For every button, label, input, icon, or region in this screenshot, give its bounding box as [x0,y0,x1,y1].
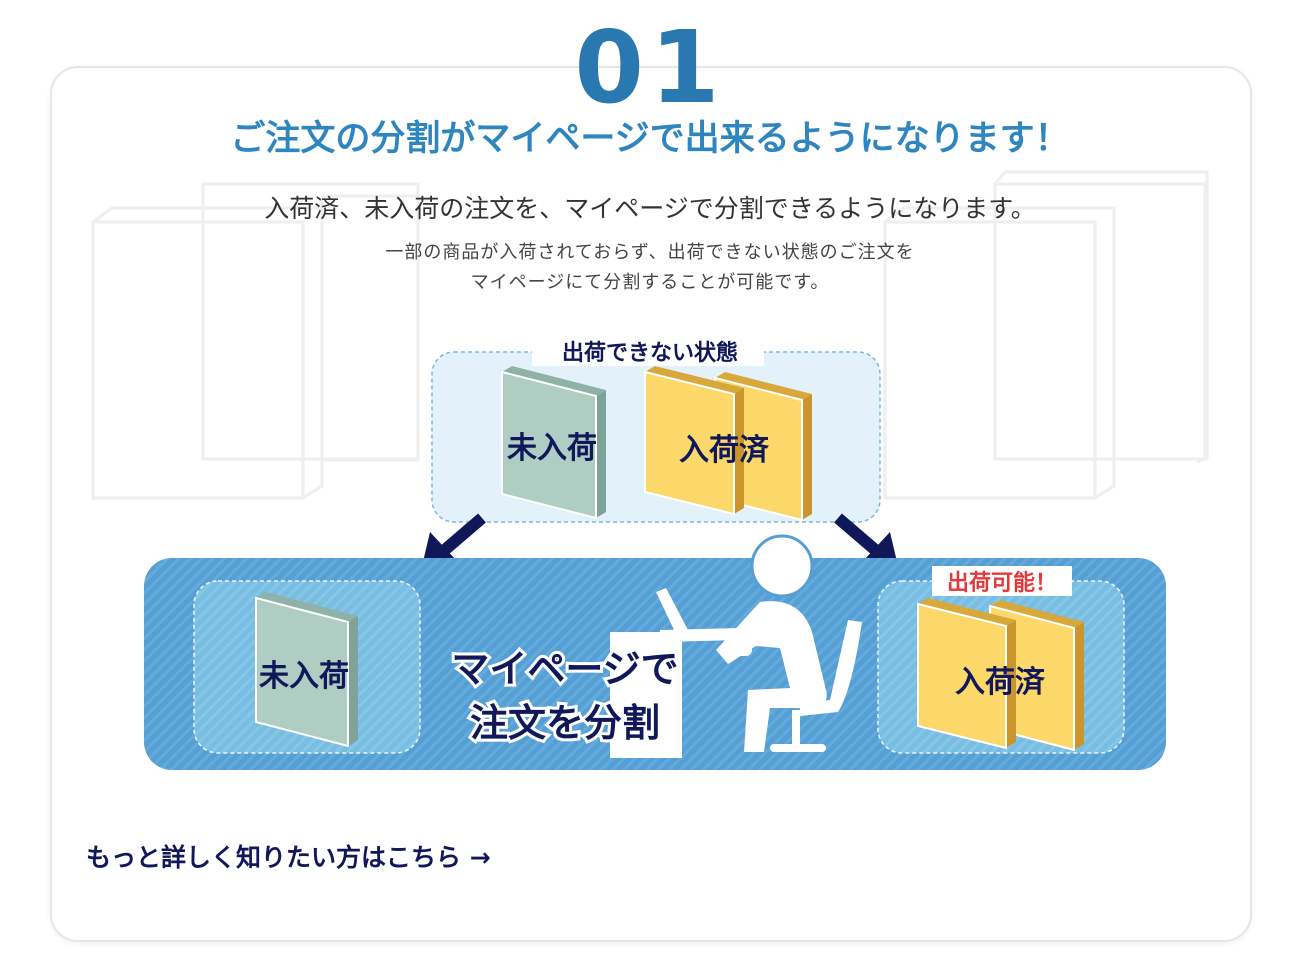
feature-heading: ご注文の分割がマイページで出来るようになります！ [230,119,1070,159]
center-text-line1: マイページで [451,647,678,691]
arrived-label-bottom: 入荷済 [955,665,1046,700]
description: 一部の商品が入荷されておらず、出荷できない状態のご注文を マイページにて分割する… [0,238,1300,298]
not-arrived-book-top [501,366,606,520]
shippable-label: 出荷可能！ [947,570,1057,596]
step-number: 01 [574,9,726,126]
arrow-left-icon [422,513,486,566]
not-arrived-label-bottom: 未入荷 [259,659,349,694]
not-arrived-book-bottom [255,592,358,748]
arrived-book-bottom [917,598,1084,752]
description-line: 一部の商品が入荷されておらず、出荷できない状態のご注文を [385,242,915,263]
arrow-right-icon [834,513,898,566]
lead-text: 入荷済、未入荷の注文を、マイページで分割できるようになります。 [264,194,1036,223]
center-text-line2: 注文を分割 [470,701,660,745]
description-line: マイページにて分割することが可能です。 [470,272,830,293]
not-arrived-label-top: 未入荷 [507,431,597,466]
arrived-book-top [644,366,812,522]
person-icon [656,534,862,752]
state-title: 出荷できない状態 [562,340,738,366]
arrived-label-top: 入荷済 [679,433,770,468]
learn-more-link[interactable]: もっと詳しく知りたい方はこちら → [86,843,491,872]
